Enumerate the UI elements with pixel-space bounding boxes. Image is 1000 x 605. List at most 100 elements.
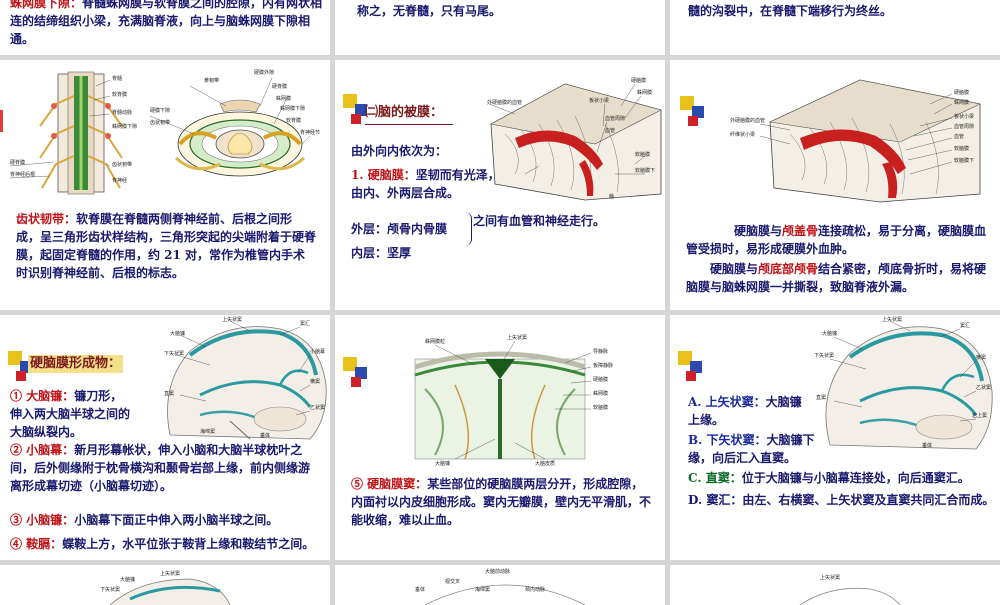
dura-formations-title: 硬脑膜形成物： (28, 355, 124, 373)
falx-cerebri-term: ① 大脑镰： (10, 389, 75, 403)
slide-6[interactable]: 硬脑膜 蛛网膜 板状小梁 血管周隙 血管 软脑膜 软脑膜下 外硬脑膜的血管 纤维… (670, 60, 1000, 310)
fig7-label-5: 小脑幕 (310, 348, 325, 355)
fig5-label-6: 软脑膜 (635, 151, 650, 158)
fig-label-left-1: 软脊膜 (112, 91, 127, 98)
accent-bar-icon (0, 110, 3, 132)
slide-5[interactable]: ㈡脑的被膜： 由外向内依次为： 1. 硬脑膜：坚韧而有光泽，由内、外两层合成。 … (335, 60, 665, 310)
fig9-label-3: 直窦 (816, 394, 826, 401)
diaphragma-sellae-term: ④ 鞍膈： (10, 537, 63, 551)
dura-inner-layer: 内层：坚厚 (351, 246, 412, 260)
falx-cerebri-item: ① 大脑镰：镰刀形，伸入两大脑半球之间的大脑纵裂内。 (10, 387, 130, 441)
fig8-label-8: 大脑皮质 (535, 460, 555, 467)
falx-cerebelli-desc: 小脑幕下面正中伸入两小脑半球之间。 (74, 513, 279, 527)
fig-label-left-6: 脊神经后根 (10, 171, 35, 178)
fig-label-right-7: 齿状韧带 (150, 119, 170, 126)
slide-9[interactable]: 上矢状窦 大脑镰 下矢状窦 直窦 窦汇 横窦 乙状窦 垂体 岩上窦 A. 上矢状… (670, 315, 1000, 560)
fig8-label-1: 上矢状窦 (507, 334, 527, 341)
fig7-label-0: 上矢状窦 (222, 316, 242, 323)
bullet-deco-icon (8, 351, 22, 365)
fig10-label-2: 下矢状窦 (100, 586, 120, 593)
fig9-label-5: 横窦 (976, 354, 986, 361)
dural-sinus-figure: 蛛网膜粒 上矢状窦 导静脉 板障静脉 硬脑膜 蛛网膜 软脑膜 大脑镰 大脑皮质 (414, 334, 613, 467)
sup-sagittal-sinus-term: A. 上矢状窦： (688, 395, 766, 409)
slide-12[interactable]: 上矢状窦 (670, 565, 1000, 605)
slide-8[interactable]: 蛛网膜粒 上矢状窦 导静脉 板障静脉 硬脑膜 蛛网膜 软脑膜 大脑镰 大脑皮质 … (335, 315, 665, 560)
fig5-label-7: 软脑膜下 (635, 167, 655, 174)
fig-label-right-3: 蛛网膜 (276, 95, 291, 102)
fig-label-right-1: 黄韧带 (204, 77, 219, 84)
fig7-label-8: 垂体 (260, 432, 270, 439)
sup-sagittal-sinus-item: A. 上矢状窦：大脑镰上缘。 (688, 393, 808, 429)
falx-cerebelli-item: ③ 小脑镰：小脑幕下面正中伸入两小脑半球之间。 (10, 511, 320, 529)
dura-item-num: 1. (351, 168, 364, 182)
fig9-label-4: 窦汇 (960, 322, 970, 329)
spinal-meninges-figure: 脊髓 软脊膜 脊髓动脉 蛛网膜下隙 硬脊膜 齿状韧带 脊神经后根 脊神经 硬膜外… (10, 69, 320, 195)
tentorium-desc: 新月形幕帐状，伸入小脑和大脑半球枕叶之间，后外侧缘附于枕骨横沟和颞骨岩部上缘，前… (10, 443, 311, 493)
fig9-label-2: 下矢状窦 (814, 352, 834, 359)
dural-sinus-text: ⑤ 硬脑膜窦：某些部位的硬脑膜两层分开，形成腔隙，内面衬以内皮细胞形成。窦内无瓣… (351, 475, 655, 529)
fig6-label-1: 蛛网膜 (954, 99, 969, 106)
fig10-label-0: 上矢状窦 (160, 570, 180, 577)
calvaria-dura-a: 硬脑膜与 (734, 224, 783, 238)
fig5-label-2: 蛛网膜 (637, 89, 652, 96)
straight-sinus-item: C. 直窦：位于大脑镰与小脑幕连接处，向后通窦汇。 (688, 469, 996, 487)
fig8-label-2: 导静脉 (593, 348, 608, 355)
confluence-sinus-desc: 由左、右横窦、上矢状窦及直窦共同汇合而成。 (742, 493, 995, 507)
fig6-label-0: 硬脑膜 (954, 89, 969, 96)
fig-label-left-3: 蛛网膜下隙 (112, 123, 137, 130)
slide-2[interactable]: 称之，无脊髓，只有马尾。 (335, 0, 665, 55)
fig-label-left-0: 脊髓 (112, 75, 122, 82)
fig5-label-4: 血管周隙 (605, 115, 625, 122)
falx-cerebelli-term: ③ 小脑镰： (10, 513, 75, 527)
fig7-label-4: 窦汇 (300, 320, 310, 327)
fig8-label-7: 大脑镰 (435, 460, 450, 467)
fig5-label-3: 板状小梁 (589, 97, 609, 104)
dura-outer-layer: 外层：颅骨内骨膜 (351, 222, 448, 236)
inf-sagittal-sinus-item: B. 下矢状窦：大脑镰下缘，向后汇入直窦。 (688, 431, 838, 467)
fig-label-right-6: 硬膜下隙 (150, 107, 170, 114)
bullet-deco-icon-blue (355, 367, 367, 379)
dural-sinus-term: ⑤ 硬脑膜窦： (351, 477, 428, 491)
fig-label-right-5: 软脊膜 (286, 117, 301, 124)
diaphragma-sellae-desc: 蝶鞍上方，水平位张于鞍背上缘和鞍结节之间。 (62, 537, 315, 551)
slide-7[interactable]: 硬脑膜形成物： 上矢状窦 大脑镰 下矢状窦 直窦 窦汇 小脑幕 横窦 乙状窦 垂… (0, 315, 330, 560)
calvaria-dura-b: 颅盖骨 (782, 224, 819, 238)
slide-3[interactable]: 髓的沟裂中，在脊髓下端移行为终丝。 (670, 0, 1000, 55)
dura-between-layers: 之间有血管和神经走行。 (473, 214, 606, 228)
dura-formations-title-text: 硬脑膜形成物： (30, 356, 122, 371)
dural-folds-figure: 上矢状窦 大脑镰 下矢状窦 直窦 窦汇 小脑幕 横窦 乙状窦 垂体 海绵窦 (164, 316, 327, 440)
denticulate-text: 齿状韧带：软脊膜在脊髓两侧脊神经前、后根之间形成，呈三角形齿状样结构，三角形突起… (16, 210, 316, 282)
straight-sinus-desc: 位于大脑镰与小脑幕连接处，向后通窦汇。 (741, 471, 970, 485)
brain-meninges-heading: ㈡脑的被膜： (365, 105, 444, 120)
fig7-label-9: 海绵窦 (200, 428, 215, 435)
slide-10[interactable]: 上矢状窦 大脑镰 下矢状窦 (0, 565, 330, 605)
brain-meninges-figure: 外硬脑膜的血管 硬脑膜 蛛网膜 板状小梁 血管周隙 血管 软脑膜 软脑膜下 脑 (487, 77, 662, 201)
fig5-label-8: 脑 (609, 193, 614, 200)
fig5-label-5: 血管 (605, 127, 615, 134)
fig-label-right-8: 脊神经节 (300, 129, 320, 136)
denticulate-desc: 软脊膜在脊髓两侧脊神经前、后根之间形成，呈三角形齿状样结构，三角形突起的尖端附着… (16, 212, 317, 280)
diaphragma-sellae-item: ④ 鞍膈：蝶鞍上方，水平位张于鞍背上缘和鞍结节之间。 (10, 535, 320, 553)
fig9-label-1: 大脑镰 (822, 330, 837, 337)
fig5-label-1: 硬脑膜 (631, 77, 646, 84)
subarachnoid-term: 蛛网膜下隙： (10, 0, 83, 10)
fig9-label-8: 岩上窦 (972, 412, 987, 419)
skullbase-dura-a: 硬脑膜与 (710, 262, 759, 276)
dura-layers-figure: 硬脑膜 蛛网膜 板状小梁 血管周隙 血管 软脑膜 软脑膜下 外硬脑膜的血管 纤维… (730, 79, 981, 203)
skullbase-dura-b: 颅底部颅骨 (758, 262, 819, 276)
bullet-deco-icon-red (688, 116, 698, 126)
bullet-deco-icon-red (351, 114, 361, 124)
bullet-deco-icon-blue (690, 361, 702, 373)
fig11-label-3: 海绵窦 (475, 586, 490, 593)
slide-4[interactable]: 脊髓 软脊膜 脊髓动脉 蛛网膜下隙 硬脊膜 齿状韧带 脊神经后根 脊神经 硬膜外… (0, 60, 330, 310)
fig6-label-6: 软脑膜下 (954, 157, 974, 164)
fig6-label-7: 外硬脑膜的血管 (730, 117, 765, 124)
bullet-deco-icon (343, 357, 357, 371)
slide-1[interactable]: 蛛网膜下隙：脊髓蛛网膜与软脊膜之间的腔隙，内有网状相连的结缔组织小梁，充满脑脊液… (0, 0, 330, 55)
bullet-deco-icon-red (351, 377, 361, 387)
fig9-label-7: 垂体 (922, 442, 932, 449)
slide-11[interactable]: 大脑前动脉 视交叉 垂体 海绵窦 颈内动脉 (335, 565, 665, 605)
fig6-label-3: 血管周隙 (954, 123, 974, 130)
subarachnoid-text: 蛛网膜下隙：脊髓蛛网膜与软脊膜之间的腔隙，内有网状相连的结缔组织小梁，充满脑脊液… (10, 0, 326, 48)
fig6-label-5: 软脑膜 (954, 145, 969, 152)
